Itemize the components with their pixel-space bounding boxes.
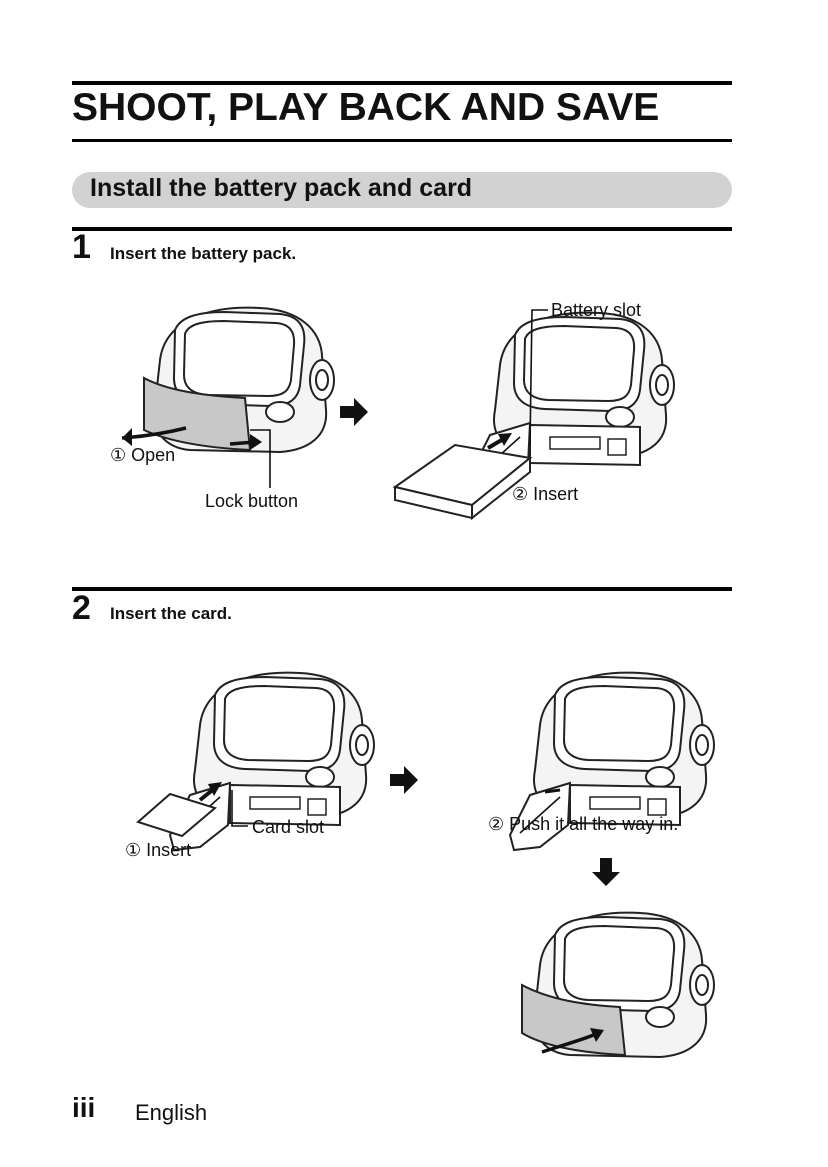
card-slot-leader xyxy=(231,790,248,827)
title-top-rule xyxy=(72,81,732,85)
section-heading-band xyxy=(72,172,732,208)
label-open: ① Open xyxy=(110,445,176,465)
sd-card xyxy=(136,792,218,838)
title-bottom-rule xyxy=(72,139,732,142)
battery-slot-leader xyxy=(529,309,548,446)
label-push-in: ② Push it all the way in. xyxy=(488,814,679,834)
footer-language: English xyxy=(135,1100,208,1125)
label-card-slot: Card slot xyxy=(252,817,325,837)
label-insert-card: ① Insert xyxy=(125,840,192,860)
step-1-number: 1 xyxy=(72,228,91,266)
arrow-right-icon xyxy=(340,398,368,426)
arrow-right-icon-2 xyxy=(390,766,418,794)
step-2-rule xyxy=(72,587,732,591)
label-lock-button: Lock button xyxy=(205,491,299,511)
step-2-number: 2 xyxy=(72,589,91,627)
arrow-down-icon xyxy=(592,858,620,886)
section-heading: Install the battery pack and card xyxy=(90,174,473,202)
page-title: SHOOT, PLAY BACK AND SAVE xyxy=(72,86,660,129)
step-2-camera-closing xyxy=(521,911,715,1058)
label-insert-battery: ② Insert xyxy=(512,484,579,504)
label-battery-slot: Battery slot xyxy=(551,300,642,320)
step-1-instruction: Insert the battery pack. xyxy=(110,244,297,263)
step-2-instruction: Insert the card. xyxy=(110,604,232,623)
step-1-rule xyxy=(72,227,732,231)
page-number: iii xyxy=(72,1092,96,1123)
lock-button-leader xyxy=(250,429,271,488)
